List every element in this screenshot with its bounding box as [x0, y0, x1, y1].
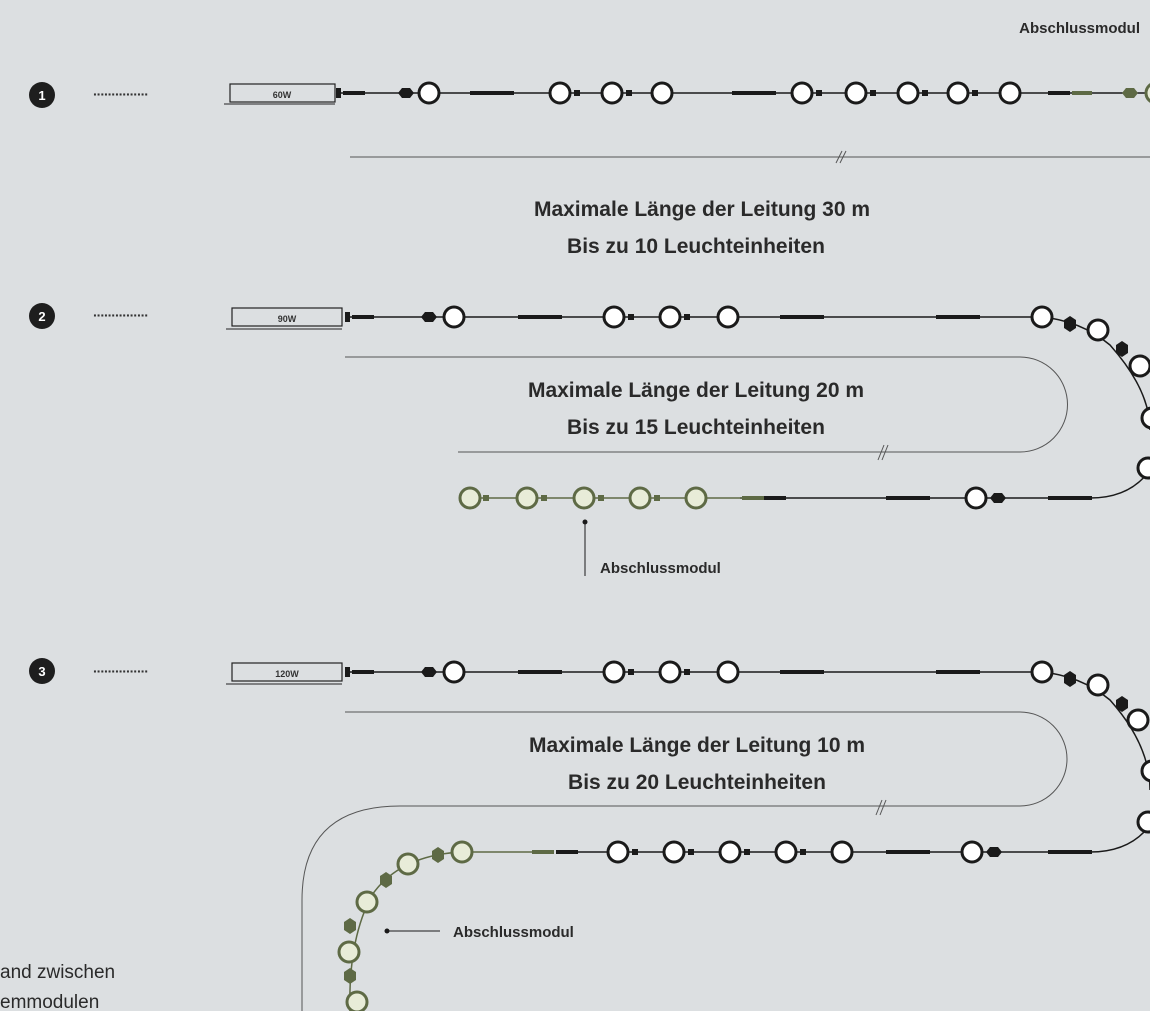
end-label-pointer: [582, 519, 588, 576]
terminal-modules: [458, 486, 742, 510]
led-module-icon: [1140, 759, 1150, 783]
driver-icon: 120W: [226, 662, 350, 685]
leader-dots: ···············: [93, 663, 148, 679]
config-number-badge: [29, 82, 55, 108]
break-mark-icon: [877, 444, 885, 461]
modules-row-1: [398, 81, 1150, 105]
led-module-icon: [345, 990, 369, 1011]
leader-dots: ···············: [93, 86, 148, 102]
max-units-subheading: Bis zu 10 Leuchteinheiten: [567, 235, 825, 258]
config-number-badge: [29, 303, 55, 329]
led-module-icon: [790, 81, 814, 105]
max-length-heading: Maximale Länge der Leitung 10 m: [529, 734, 865, 757]
led-module-icon: [442, 660, 466, 684]
led-module-icon: [658, 305, 682, 329]
max-length-heading: Maximale Länge der Leitung 20 m: [528, 379, 864, 402]
led-module-icon: [450, 840, 474, 864]
connectors: [352, 315, 1092, 500]
modules-row-3: [421, 660, 1150, 864]
led-module-icon: [960, 840, 984, 864]
led-module-icon: [355, 890, 379, 914]
driver-wattage: 90W: [278, 314, 297, 324]
driver-wattage: 120W: [275, 669, 299, 679]
led-module-icon: [337, 940, 361, 964]
break-mark-icon: [835, 150, 843, 164]
led-module-icon: [442, 305, 466, 329]
driver-icon: 90W: [226, 307, 350, 330]
connector-icon: [1122, 88, 1138, 98]
led-module-icon: [658, 660, 682, 684]
led-module-icon: [1030, 660, 1054, 684]
config-number-badge: [29, 658, 55, 684]
abschlussmodul-label-top: Abschlussmodul: [1019, 20, 1140, 37]
abschlussmodul-label: Abschlussmodul: [600, 560, 721, 577]
led-module-icon: [548, 81, 572, 105]
end-label-pointer: [384, 928, 440, 934]
led-module-icon: [1140, 406, 1150, 430]
led-module-icon: [774, 840, 798, 864]
led-module-icon: [606, 840, 630, 864]
led-module-icon: [1030, 305, 1054, 329]
connectors: [352, 670, 1092, 854]
led-module-icon: [650, 81, 674, 105]
led-module-icon: [396, 852, 420, 876]
length-guide: [345, 356, 1068, 461]
led-module-icon: [684, 486, 708, 510]
led-module-icon: [1126, 708, 1150, 732]
terminal-modules: [337, 840, 532, 1011]
driver-wattage: 60W: [273, 90, 292, 100]
led-chain: [350, 671, 1150, 853]
driver-icon: 60W: [224, 83, 341, 105]
led-module-icon: [1136, 810, 1150, 834]
max-units-subheading: Bis zu 15 Leuchteinheiten: [567, 416, 825, 439]
abschlussmodul-label: Abschlussmodul: [453, 924, 574, 941]
led-module-icon: [1086, 318, 1110, 342]
connector-icon: [398, 88, 414, 98]
led-module-icon: [1086, 673, 1110, 697]
length-guide: [350, 150, 1150, 164]
led-module-icon: [600, 81, 624, 105]
leader-dots: ···············: [93, 307, 148, 323]
led-chain: [350, 316, 1150, 499]
max-length-heading: Maximale Länge der Leitung 30 m: [534, 198, 870, 221]
led-module-icon: [946, 81, 970, 105]
led-module-icon: [844, 81, 868, 105]
config-1: 1 ··············· 60W: [29, 81, 1150, 258]
config-3: 3 ··············· 120W: [29, 658, 1150, 1011]
led-module-icon: [830, 840, 854, 864]
led-module-icon: [602, 660, 626, 684]
led-module-icon: [458, 486, 482, 510]
led-module-icon: [716, 660, 740, 684]
led-module-icon: [662, 840, 686, 864]
config-number: 3: [38, 664, 45, 679]
led-module-icon: [417, 81, 441, 105]
led-module-icon: [716, 305, 740, 329]
max-units-subheading: Bis zu 20 Leuchteinheiten: [568, 771, 826, 794]
config-number: 2: [38, 309, 45, 324]
led-module-icon: [1144, 83, 1150, 103]
footer-note-line2: emmodulen: [0, 992, 99, 1011]
break-mark-icon: [875, 799, 883, 816]
led-module-icon: [602, 305, 626, 329]
config-number: 1: [38, 88, 45, 103]
config-2: 2 ··············· 90W: [29, 303, 1150, 577]
connectors: [343, 91, 1092, 95]
led-module-icon: [998, 81, 1022, 105]
led-module-icon: [964, 486, 988, 510]
led-module-icon: [1128, 354, 1150, 378]
modules-row-2: [421, 305, 1150, 510]
led-module-icon: [572, 486, 596, 510]
led-module-icon: [628, 486, 652, 510]
led-module-icon: [515, 486, 539, 510]
led-module-icon: [718, 840, 742, 864]
led-module-icon: [1136, 456, 1150, 480]
length-guide: [301, 711, 1068, 1011]
led-module-icon: [896, 81, 920, 105]
footer-note-line1: and zwischen: [0, 962, 115, 983]
